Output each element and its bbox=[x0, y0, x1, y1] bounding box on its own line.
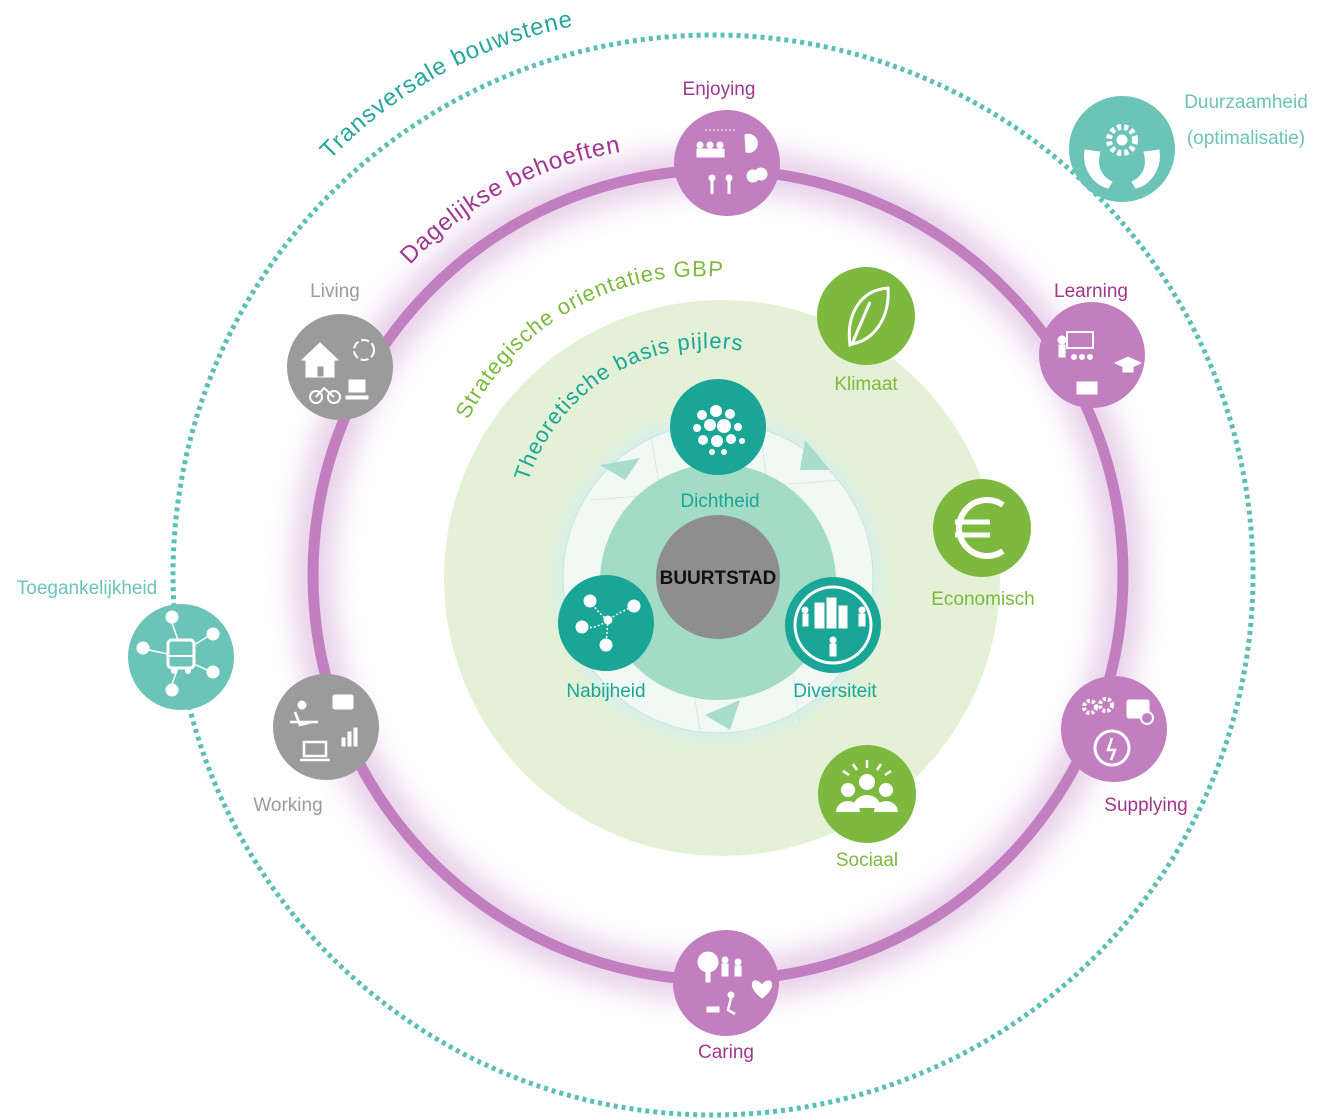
need-supplying[interactable] bbox=[1061, 676, 1167, 782]
transversal-ring bbox=[170, 32, 1256, 1118]
strategic-economisch-label: Economisch bbox=[931, 589, 1035, 610]
need-enjoying[interactable] bbox=[674, 110, 780, 216]
transversal-toegankelijkheid[interactable] bbox=[128, 604, 234, 710]
need-caring[interactable] bbox=[673, 930, 779, 1036]
map-pins-icon bbox=[575, 594, 641, 652]
need-caring-label: Caring bbox=[698, 1042, 754, 1063]
desk-briefcase-laptop-chart-icon bbox=[290, 694, 358, 762]
pillar-dichtheid-label: Dichtheid bbox=[680, 491, 759, 512]
need-learning-label: Learning bbox=[1054, 281, 1128, 302]
strategic-klimaat[interactable] bbox=[817, 267, 915, 365]
people-group-icon bbox=[836, 760, 898, 812]
pillar-dichtheid[interactable] bbox=[670, 379, 766, 475]
bus-network-icon bbox=[136, 610, 220, 697]
pillar-diversiteit[interactable] bbox=[785, 577, 881, 673]
strategic-klimaat-label: Klimaat bbox=[834, 374, 898, 395]
euro-icon bbox=[955, 497, 1005, 559]
pillar-diversiteit-label: Diversiteit bbox=[793, 681, 877, 702]
people-dancing-palette-masks-icon bbox=[696, 129, 768, 194]
need-supplying-label: Supplying bbox=[1104, 795, 1187, 816]
pillar-nabijheid-label: Nabijheid bbox=[566, 681, 645, 702]
teacher-graduation-book-icon bbox=[1057, 331, 1143, 395]
need-living[interactable] bbox=[287, 314, 393, 420]
need-enjoying-label: Enjoying bbox=[683, 79, 756, 100]
center-label: BUURTSTAD bbox=[660, 568, 777, 589]
transversal-duurzaamheid-label-1: Duurzaamheid bbox=[1184, 92, 1308, 113]
transversal-toegankelijkheid-label: Toegankelijkheid bbox=[17, 578, 158, 599]
pillar-nabijheid[interactable] bbox=[558, 575, 654, 671]
transversal-duurzaamheid-label-2: (optimalisatie) bbox=[1187, 128, 1305, 149]
gears-shop-energy-icon bbox=[1082, 697, 1154, 767]
dots-cluster-icon bbox=[693, 405, 745, 455]
need-learning[interactable] bbox=[1039, 302, 1145, 408]
strategic-sociaal[interactable] bbox=[818, 745, 916, 843]
hands-gear-icon bbox=[1084, 124, 1160, 189]
need-working[interactable] bbox=[273, 674, 379, 780]
house-leaf-bike-cup-icon bbox=[300, 339, 375, 404]
tree-family-heart-icon bbox=[697, 951, 773, 1016]
strategic-sociaal-label: Sociaal bbox=[836, 850, 898, 871]
leaf-icon bbox=[847, 286, 890, 348]
city-people-icon bbox=[793, 585, 873, 665]
need-living-label: Living bbox=[310, 281, 360, 302]
need-working-label: Working bbox=[253, 795, 322, 816]
transversal-duurzaamheid[interactable] bbox=[1069, 96, 1175, 202]
cycle-arrows bbox=[600, 440, 830, 730]
center-circle bbox=[656, 515, 780, 639]
strategic-economisch[interactable] bbox=[933, 479, 1031, 577]
